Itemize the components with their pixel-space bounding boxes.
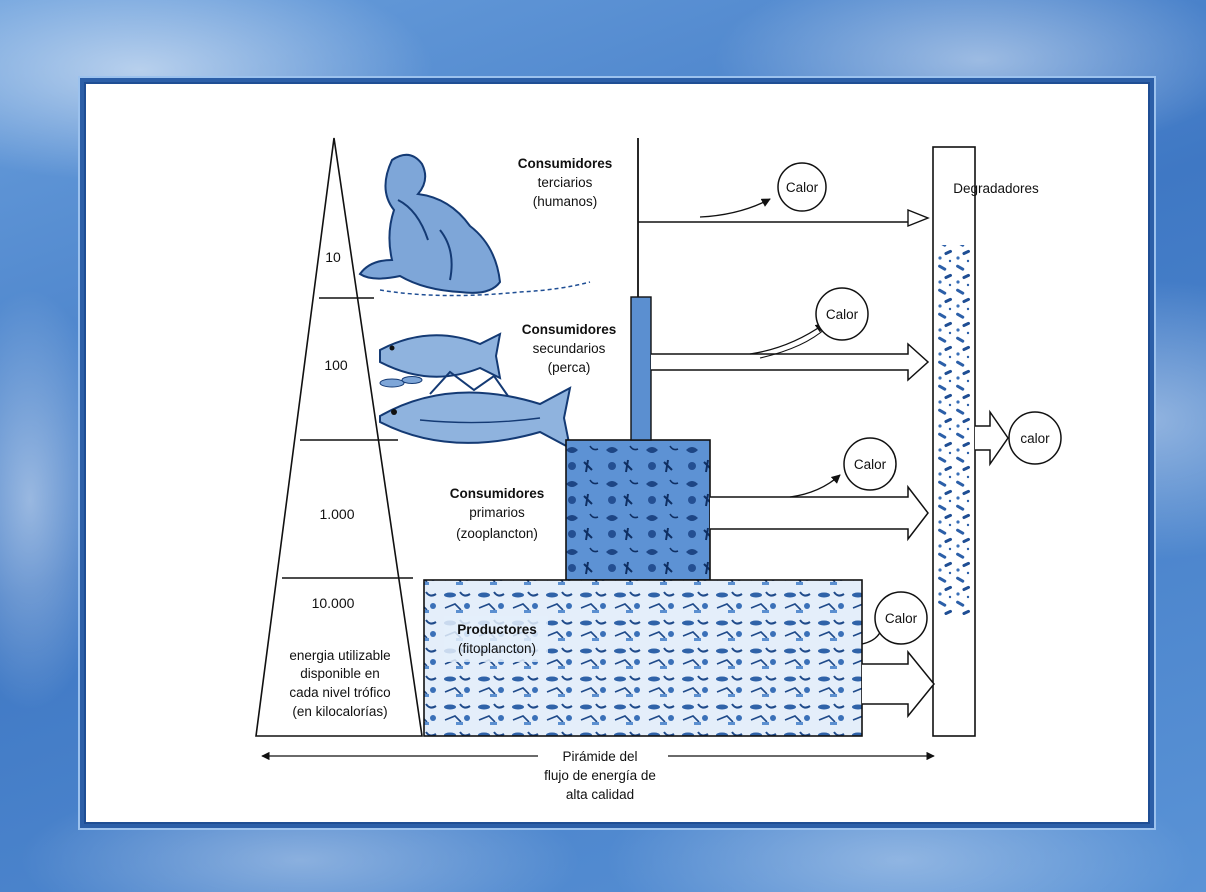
decomposer-flow bbox=[975, 412, 1008, 464]
tertiary-label: Consumidores terciarios (humanos) bbox=[518, 156, 613, 209]
primary-flow bbox=[710, 475, 928, 539]
label-line: secundarios bbox=[533, 341, 606, 356]
heat-bubble-producers: Calor bbox=[875, 592, 927, 644]
label-line: (fitoplancton) bbox=[458, 641, 536, 656]
label-line: (zooplancton) bbox=[456, 526, 538, 541]
secondary-flow bbox=[651, 324, 928, 380]
primary-label: Consumidores primarios (zooplancton) bbox=[450, 486, 545, 541]
pyramid-level-value: 10.000 bbox=[312, 595, 355, 611]
label-line: (humanos) bbox=[533, 194, 598, 209]
heat-bubble-tertiary: Calor bbox=[778, 163, 826, 211]
label-line: (perca) bbox=[548, 360, 591, 375]
heat-bubble-primary: Calor bbox=[844, 438, 896, 490]
heat-label: Calor bbox=[826, 307, 859, 322]
decomposers-label: Degradadores bbox=[953, 181, 1039, 196]
label-line: terciarios bbox=[538, 175, 593, 190]
heat-label: Calor bbox=[885, 611, 918, 626]
heat-label: Calor bbox=[786, 180, 819, 195]
producers-label: Productores (fitoplancton) bbox=[444, 616, 548, 662]
label-line: Productores bbox=[457, 622, 537, 637]
heat-bubble-secondary: Calor bbox=[816, 288, 868, 340]
pyramid-level-value: 10 bbox=[325, 249, 341, 265]
pyramid-level-value: 100 bbox=[324, 357, 348, 373]
bacteria-fill bbox=[935, 245, 973, 615]
energy-note-line: cada nivel trófico bbox=[289, 685, 390, 700]
caption-line: flujo de energía de bbox=[544, 768, 656, 783]
pyramid-level-value: 1.000 bbox=[319, 506, 354, 522]
energy-note-line: disponible en bbox=[300, 666, 380, 681]
tertiary-flow bbox=[638, 199, 928, 226]
heat-label: Calor bbox=[854, 457, 887, 472]
label-line: Consumidores bbox=[450, 486, 545, 501]
label-line: primarios bbox=[469, 505, 525, 520]
label-line: Consumidores bbox=[522, 322, 617, 337]
heat-label: calor bbox=[1020, 431, 1050, 446]
bottom-caption: Pirámide del flujo de energía de alta ca… bbox=[262, 749, 934, 802]
secondary-consumer-bar bbox=[631, 297, 651, 440]
secondary-label: Consumidores secundarios (perca) bbox=[522, 322, 617, 375]
energy-note-line: (en kilocalorías) bbox=[292, 704, 387, 719]
energy-note-line: energia utilizable bbox=[289, 648, 390, 663]
label-line: Consumidores bbox=[518, 156, 613, 171]
caption-line: Pirámide del bbox=[562, 749, 637, 764]
heat-bubble-decomposers: calor bbox=[1009, 412, 1061, 464]
caption-line: alta calidad bbox=[566, 787, 634, 802]
zooplankton-box bbox=[566, 440, 710, 580]
